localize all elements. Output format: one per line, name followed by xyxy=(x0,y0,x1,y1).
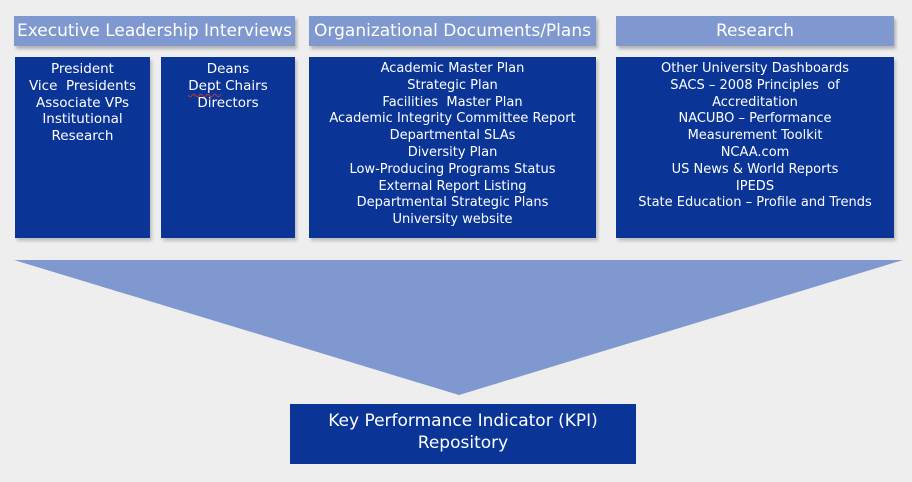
funnel-triangle xyxy=(14,260,903,395)
list-item: Low-Producing Programs Status xyxy=(349,161,556,177)
kpi-title-line2: Repository xyxy=(417,433,509,453)
header-organizational-documents: Organizational Documents/Plans xyxy=(309,16,596,46)
list-item: Measurement Toolkit xyxy=(687,128,823,144)
list-item: State Education – Profile and Trends xyxy=(638,195,872,211)
chairs-word: Chairs xyxy=(220,77,268,94)
list-item: Deans xyxy=(206,61,250,77)
dept-word: Dept xyxy=(188,77,221,94)
executive-box-right: Deans Dept Chairs Directors xyxy=(161,57,295,238)
kpi-title-line1: Key Performance Indicator (KPI) xyxy=(328,411,598,431)
header-research: Research xyxy=(616,16,894,46)
list-item: Departmental Strategic Plans xyxy=(356,195,549,211)
list-item: External Report Listing xyxy=(378,178,527,194)
list-item: Diversity Plan xyxy=(407,144,498,160)
list-item: Departmental SLAs xyxy=(389,128,516,144)
list-item: Research xyxy=(51,128,114,145)
list-item: Dept Chairs xyxy=(161,78,295,95)
list-item: NCAA.com xyxy=(720,144,790,160)
executive-box-left: President Vice Presidents Associate VPs … xyxy=(15,57,150,238)
list-item: Institutional xyxy=(42,111,123,128)
list-item: Academic Integrity Committee Report xyxy=(329,111,576,127)
header-executive-leadership: Executive Leadership Interviews xyxy=(14,16,295,46)
list-item: NACUBO – Performance xyxy=(678,111,832,127)
list-item: Associate VPs xyxy=(35,94,130,111)
list-item: IPEDS xyxy=(735,178,775,194)
list-item: Directors xyxy=(197,94,259,111)
list-item: Other University Dashboards xyxy=(660,61,850,76)
list-item: Strategic Plan xyxy=(407,77,498,93)
list-item: University website xyxy=(392,212,513,228)
list-item: US News & World Reports xyxy=(671,161,839,177)
research-box: Other University Dashboards SACS – 2008 … xyxy=(616,57,894,238)
organizational-box: Academic Master Plan Strategic Plan Faci… xyxy=(309,57,596,238)
list-item: President xyxy=(51,61,114,77)
list-item: SACS – 2008 Principles of xyxy=(670,77,840,93)
list-item: Vice Presidents xyxy=(28,77,136,94)
list-item: Accreditation xyxy=(712,94,798,110)
list-item: Academic Master Plan xyxy=(380,61,525,76)
kpi-repository-box: Key Performance Indicator (KPI) Reposito… xyxy=(290,404,636,464)
list-item: Facilities Master Plan xyxy=(382,94,523,110)
